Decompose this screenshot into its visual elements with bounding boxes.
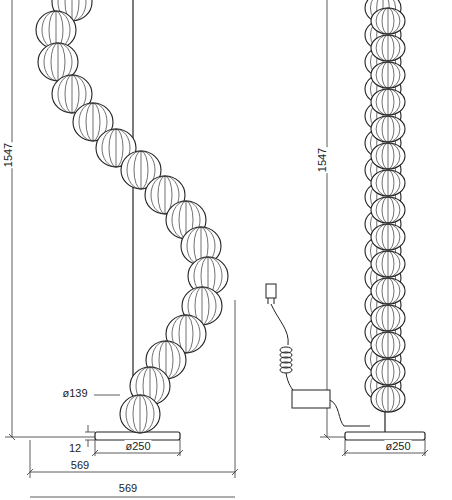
sphere-stroke <box>376 305 400 331</box>
sphere-stroke <box>382 359 394 385</box>
sphere-stroke <box>371 251 405 277</box>
sphere-stroke <box>376 332 400 358</box>
sphere-stroke <box>371 8 405 34</box>
dimension-label: ø139 <box>61 387 88 399</box>
sphere-stroke <box>120 395 160 433</box>
sphere-stroke <box>382 251 394 277</box>
sphere-stroke <box>116 129 117 167</box>
sphere-stroke <box>382 8 394 34</box>
sphere-stroke <box>133 395 147 433</box>
sphere-stroke <box>382 332 394 358</box>
sphere-stroke <box>376 386 400 412</box>
sphere-stroke <box>388 251 389 277</box>
sphere-stroke <box>388 89 389 115</box>
sphere-stroke <box>371 143 405 169</box>
sphere-stroke <box>382 386 394 412</box>
sphere-stroke <box>376 251 400 277</box>
sphere-stroke <box>376 359 400 385</box>
sphere-stroke <box>382 278 394 304</box>
sphere-stroke <box>388 359 389 385</box>
sphere-stroke <box>371 386 405 412</box>
sphere-stroke <box>93 103 94 141</box>
sphere-stroke <box>134 151 148 189</box>
dimension-label: 569 <box>118 482 138 494</box>
sphere-stroke <box>382 305 394 331</box>
sphere-stroke <box>382 62 394 88</box>
dimension-lines <box>5 0 428 497</box>
sphere-stroke <box>371 278 405 304</box>
sphere-stroke <box>376 170 400 196</box>
sphere-stroke <box>376 278 400 304</box>
sphere-stroke <box>371 224 405 250</box>
sphere-stroke <box>376 224 400 250</box>
sphere-stroke <box>140 395 141 433</box>
sphere-stroke <box>126 395 154 433</box>
sphere-stroke <box>371 305 405 331</box>
sphere-stroke <box>371 35 405 61</box>
sphere-stroke <box>376 197 400 223</box>
sphere-stroke <box>376 143 400 169</box>
sphere-stroke <box>72 75 73 113</box>
sphere-stroke <box>388 197 389 223</box>
dimension-label: ø250 <box>124 440 151 452</box>
lamp-body <box>95 0 425 440</box>
sphere-stroke <box>186 315 187 353</box>
dimension-label: 1547 <box>316 147 328 173</box>
sphere-stroke <box>388 305 389 331</box>
dimension-label: 569 <box>70 459 90 471</box>
sphere-stroke <box>382 170 394 196</box>
sphere-stroke <box>376 116 400 142</box>
sphere-stroke <box>141 151 142 189</box>
sphere-stroke <box>376 62 400 88</box>
sphere-chain <box>36 0 405 433</box>
sphere-stroke <box>382 89 394 115</box>
sphere-stroke <box>382 197 394 223</box>
sphere-stroke <box>388 35 389 61</box>
sphere-stroke <box>371 62 405 88</box>
sphere-stroke <box>371 170 405 196</box>
sphere-stroke <box>388 386 389 412</box>
sphere-stroke <box>65 75 79 113</box>
sphere-stroke <box>388 332 389 358</box>
sphere-stroke <box>376 8 400 34</box>
sphere-stroke <box>382 35 394 61</box>
sphere-stroke <box>165 176 166 214</box>
power-cord <box>266 284 370 426</box>
sphere-stroke <box>371 116 405 142</box>
sphere-stroke <box>388 278 389 304</box>
sphere-stroke <box>86 103 100 141</box>
sphere-stroke <box>382 116 394 142</box>
sphere-stroke <box>388 8 389 34</box>
sphere-stroke <box>109 129 123 167</box>
sphere-stroke <box>58 43 59 81</box>
sphere-stroke <box>166 341 167 379</box>
dimension-label: ø250 <box>384 440 411 452</box>
sphere-stroke <box>388 62 389 88</box>
sphere-stroke <box>388 224 389 250</box>
sphere-stroke <box>371 359 405 385</box>
dimension-label: 1547 <box>2 142 14 168</box>
sphere-stroke <box>51 43 65 81</box>
sphere-stroke <box>371 89 405 115</box>
sphere-stroke <box>376 35 400 61</box>
dimension-label: 12 <box>68 442 82 454</box>
sphere-stroke <box>371 197 405 223</box>
sphere-stroke <box>388 143 389 169</box>
sphere-stroke <box>376 89 400 115</box>
sphere-stroke <box>382 224 394 250</box>
sphere-stroke <box>371 332 405 358</box>
sphere-stroke <box>202 287 203 325</box>
sphere-stroke <box>388 116 389 142</box>
sphere-stroke <box>388 170 389 196</box>
sphere-stroke <box>382 143 394 169</box>
